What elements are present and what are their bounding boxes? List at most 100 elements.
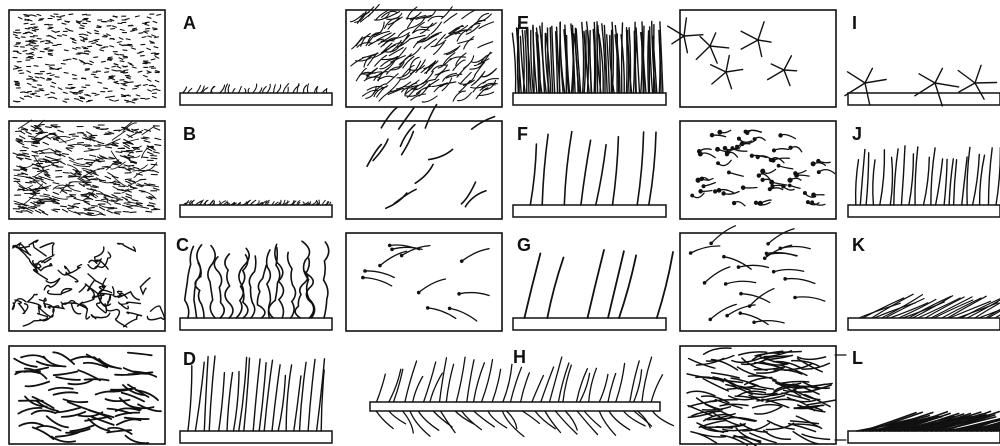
profile-hairs-h-upper xyxy=(630,361,639,402)
surface-dashes-a xyxy=(15,85,19,86)
surface-strokes-l xyxy=(753,405,781,408)
surface-dashes-a xyxy=(36,96,40,97)
surface-commas-j xyxy=(819,170,835,174)
surface-commas-j xyxy=(760,169,765,174)
surface-hairs-k xyxy=(737,265,741,269)
surface-dashes-a xyxy=(95,39,99,40)
profile-hairs-f xyxy=(530,144,536,205)
profile-hairs-g xyxy=(524,254,540,319)
surface-fibres-b xyxy=(44,194,50,195)
surface-fibres-b xyxy=(56,177,62,178)
surface-dashes-a xyxy=(104,35,108,36)
surface-strokes-d xyxy=(19,423,43,426)
surface-dashes-a xyxy=(120,29,124,30)
surface-dashes-a xyxy=(148,36,152,37)
surface-fibres-b xyxy=(68,144,84,145)
surface-dashes-a xyxy=(62,23,66,24)
surface-dashes-a xyxy=(29,52,33,53)
surface-fibres-b xyxy=(98,142,104,143)
surface-stars-i xyxy=(741,31,758,40)
profile-hairs-h-lower xyxy=(462,411,482,430)
surface-hairs-g xyxy=(457,292,461,296)
surface-dashes-a xyxy=(45,43,49,44)
surface-commas-j xyxy=(772,148,776,152)
profile-hairs-d xyxy=(272,365,280,431)
surface-dashes-a xyxy=(115,54,119,55)
surface-commas-j xyxy=(811,161,816,166)
surface-dashes-a xyxy=(52,37,56,39)
profile-hairs-j xyxy=(894,149,898,205)
surface-dashes-a xyxy=(120,61,124,62)
surface-dashes-a xyxy=(119,38,123,40)
surface-fibres-b xyxy=(122,197,128,200)
surface-commas-j xyxy=(750,154,754,158)
surface-dashes-a xyxy=(154,54,158,55)
profile-hairs-b xyxy=(268,202,269,205)
surface-dashes-a xyxy=(29,76,33,77)
surface-fibres-b xyxy=(146,211,152,212)
surface-dashes-a xyxy=(79,97,83,98)
surface-fibres-b xyxy=(16,140,22,141)
profile-hairs-j xyxy=(866,153,869,205)
profile-hairs-h-upper xyxy=(580,373,590,402)
surface-hairs-k xyxy=(793,296,797,300)
surface-hairs-k xyxy=(724,282,728,286)
surface-commas-j xyxy=(754,201,758,205)
surface-stars-i xyxy=(696,46,710,59)
surface-dashes-a xyxy=(112,70,116,71)
profile-hairs-c xyxy=(208,246,215,318)
surface-dashes-a xyxy=(120,55,124,56)
surface-dashes-a xyxy=(61,64,65,65)
surface-view-b xyxy=(9,121,165,219)
surface-fibres-b xyxy=(60,162,65,165)
surface-dashes-a xyxy=(119,58,123,60)
surface-dashes-a xyxy=(91,74,95,75)
profile-hairs-h-upper xyxy=(446,364,453,402)
panel-label-c: C xyxy=(176,235,189,255)
profile-hairs-a xyxy=(274,85,276,93)
surface-strokes-d xyxy=(49,388,73,390)
surface-strokes-e xyxy=(420,23,432,33)
surface-strokes-l xyxy=(750,433,776,443)
surface-dashes-a xyxy=(51,92,55,93)
surface-strokes-e xyxy=(402,66,414,77)
surface-dashes-a xyxy=(55,69,59,70)
surface-fibres-b xyxy=(53,183,59,184)
surface-commas-j xyxy=(769,180,774,185)
profile-base-k xyxy=(848,318,1000,330)
surface-fibres-b xyxy=(58,130,64,132)
surface-fibres-b xyxy=(142,157,148,158)
surface-dashes-a xyxy=(30,54,34,56)
surface-dashes-a xyxy=(23,33,27,34)
surface-fibres-b xyxy=(26,132,31,135)
surface-dashes-a xyxy=(48,97,52,98)
profile-hairs-f xyxy=(564,132,572,205)
surface-dashes-a xyxy=(14,46,18,47)
panel-label-k: K xyxy=(852,235,865,255)
surface-dashes-a xyxy=(72,39,76,40)
profile-hairs-a xyxy=(253,84,257,93)
surface-fibres-b xyxy=(66,148,71,151)
surface-dashes-a xyxy=(153,29,157,30)
surface-commas-j xyxy=(732,201,736,205)
surface-hairs-k xyxy=(754,321,784,323)
surface-dashes-a xyxy=(17,52,21,53)
profile-hairs-j xyxy=(936,159,943,205)
surface-dashes-a xyxy=(32,87,36,88)
profile-hairs-j xyxy=(973,154,980,205)
surface-stars-i xyxy=(784,70,797,71)
profile-hairs-j xyxy=(967,147,970,205)
surface-dashes-a xyxy=(70,88,74,89)
surface-dashes-a xyxy=(72,42,76,43)
surface-fibres-b xyxy=(31,207,37,208)
surface-hairs-g xyxy=(378,264,382,268)
surface-dashes-a xyxy=(69,14,73,15)
surface-fibres-b xyxy=(69,157,74,160)
profile-hairs-h-upper xyxy=(511,367,522,402)
surface-dashes-a xyxy=(125,95,129,96)
surface-fibres-b xyxy=(13,153,19,155)
surface-fibres-b xyxy=(139,191,145,192)
surface-fibres-b xyxy=(115,203,121,205)
profile-hairs-a xyxy=(276,85,280,93)
surface-fibres-b xyxy=(85,182,91,183)
